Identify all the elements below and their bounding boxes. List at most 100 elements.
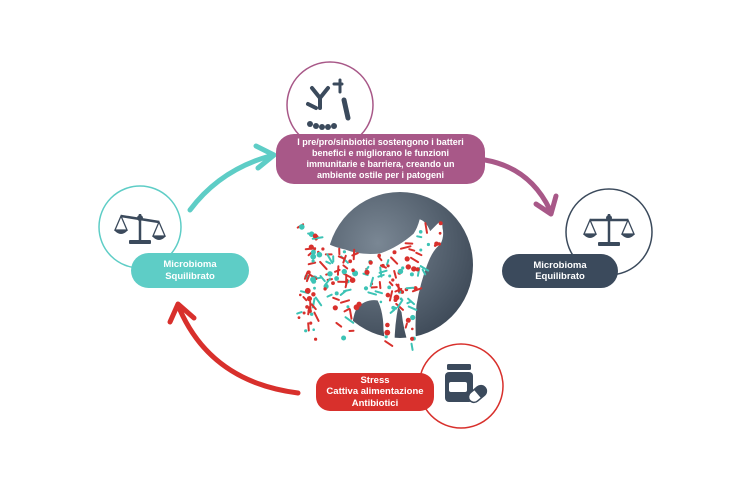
microbe-dot xyxy=(303,271,309,280)
microbe-dot xyxy=(392,250,397,255)
right-node-line2: Equilibrato xyxy=(535,271,585,282)
microbe-dot xyxy=(311,259,315,263)
microbe-dot xyxy=(332,296,340,301)
bottom-node-line2: Cattiva alimentazione xyxy=(326,386,424,398)
microbe-dot xyxy=(356,301,362,307)
microbe-dot xyxy=(411,287,423,293)
microbe-dot xyxy=(302,296,308,302)
microbe-dot xyxy=(408,248,416,252)
microbe-dot xyxy=(411,266,417,272)
microbe-dot xyxy=(312,328,316,332)
microbe-dot xyxy=(313,311,320,322)
microbe-dot xyxy=(305,305,309,309)
microbe-dot xyxy=(395,302,404,311)
microbe-dot xyxy=(325,260,332,265)
microbe-dot xyxy=(404,322,408,329)
microbe-dot xyxy=(386,264,390,268)
microbe-dot xyxy=(389,308,396,314)
microbe-dot xyxy=(351,268,355,273)
microbe-dot xyxy=(311,292,316,297)
microbe-dot xyxy=(363,286,369,291)
microbe-dot xyxy=(393,294,400,301)
microbe-dot xyxy=(374,290,383,295)
microbe-dot xyxy=(296,311,303,315)
microbe-dot xyxy=(415,267,420,272)
microbe-dot xyxy=(305,275,310,283)
microbe-dot xyxy=(390,256,399,265)
microbe-dot xyxy=(367,291,377,296)
microbe-dot xyxy=(438,231,442,235)
microbe-dot xyxy=(308,244,314,250)
microbe-dot xyxy=(299,293,302,297)
medicine-bottle-icon xyxy=(445,364,488,404)
arrow-bottom-to-left xyxy=(167,301,301,396)
microbe-dot xyxy=(419,248,423,252)
microbe-dot xyxy=(344,279,349,289)
microbe-dot xyxy=(311,236,324,240)
microbe-dot xyxy=(297,316,301,319)
microbe-dot xyxy=(410,336,415,341)
microbe-dot xyxy=(379,300,383,304)
cat-microbe-pattern xyxy=(296,221,443,351)
left-node-line2: Squilibrato xyxy=(165,270,215,282)
microbe-dot xyxy=(319,275,326,283)
microbe-dot xyxy=(410,256,420,264)
microbe-dot xyxy=(391,278,395,282)
bottom-node-pill: Stress Cattiva alimentazione Antibiotici xyxy=(316,373,434,411)
microbe-dot xyxy=(312,233,318,239)
microbe-dot xyxy=(309,321,313,325)
microbe-dot xyxy=(388,290,394,302)
microbe-dot xyxy=(342,264,349,270)
microbe-dot xyxy=(306,296,312,302)
microbe-dot xyxy=(385,292,391,298)
microbe-dot xyxy=(384,335,388,339)
microbe-dot xyxy=(348,259,353,264)
arrow-top-to-right xyxy=(482,157,559,217)
microbe-dot xyxy=(339,289,348,296)
microbe-dot xyxy=(404,256,410,262)
microbe-dot xyxy=(326,253,334,264)
microbe-dot xyxy=(434,241,439,247)
microbe-dot xyxy=(332,305,338,311)
microbe-dot xyxy=(351,252,359,257)
bottom-node-line1: Stress xyxy=(360,374,390,386)
microbe-dot xyxy=(396,299,404,309)
microbe-dot xyxy=(314,296,323,307)
microbe-dot xyxy=(409,272,414,277)
microbe-dot xyxy=(419,265,430,272)
arrow-left-to-top xyxy=(187,143,277,213)
microbe-dot xyxy=(310,303,317,311)
microbe-dot xyxy=(302,311,306,315)
microbe-dot xyxy=(413,286,418,291)
microbe-dot xyxy=(316,251,323,258)
cat-microbiome-silhouette xyxy=(291,214,444,351)
balance-scale-icon xyxy=(583,214,635,246)
microbe-dot xyxy=(397,268,404,275)
microbe-dot xyxy=(343,307,351,313)
microbe-dot xyxy=(384,329,391,336)
left-node-line1: Microbioma xyxy=(163,259,217,270)
microbe-dot xyxy=(421,268,427,276)
bacteria-icon xyxy=(306,78,351,130)
microbe-dot xyxy=(346,305,350,309)
microbe-dot xyxy=(310,312,314,316)
microbe-dot xyxy=(307,322,310,332)
microbe-dot xyxy=(348,308,353,320)
microbe-dot xyxy=(349,277,356,284)
microbe-dot xyxy=(319,260,328,271)
microbe-dot xyxy=(405,317,411,323)
microbe-dot xyxy=(411,327,414,331)
microbe-dot xyxy=(388,274,392,278)
microbe-dot xyxy=(326,293,333,298)
microbe-dot xyxy=(386,259,390,266)
microbe-dot xyxy=(341,335,347,341)
microbe-dot xyxy=(385,322,390,328)
microbe-dot xyxy=(310,276,316,283)
microbe-dot xyxy=(307,261,317,266)
microbe-dot xyxy=(410,314,416,321)
microbe-dot xyxy=(415,251,423,257)
top-node-text: I pre/pro/sinbiotici sostengono i batter… xyxy=(297,137,464,180)
microbe-dot xyxy=(313,286,316,290)
microbe-dot xyxy=(321,247,325,251)
